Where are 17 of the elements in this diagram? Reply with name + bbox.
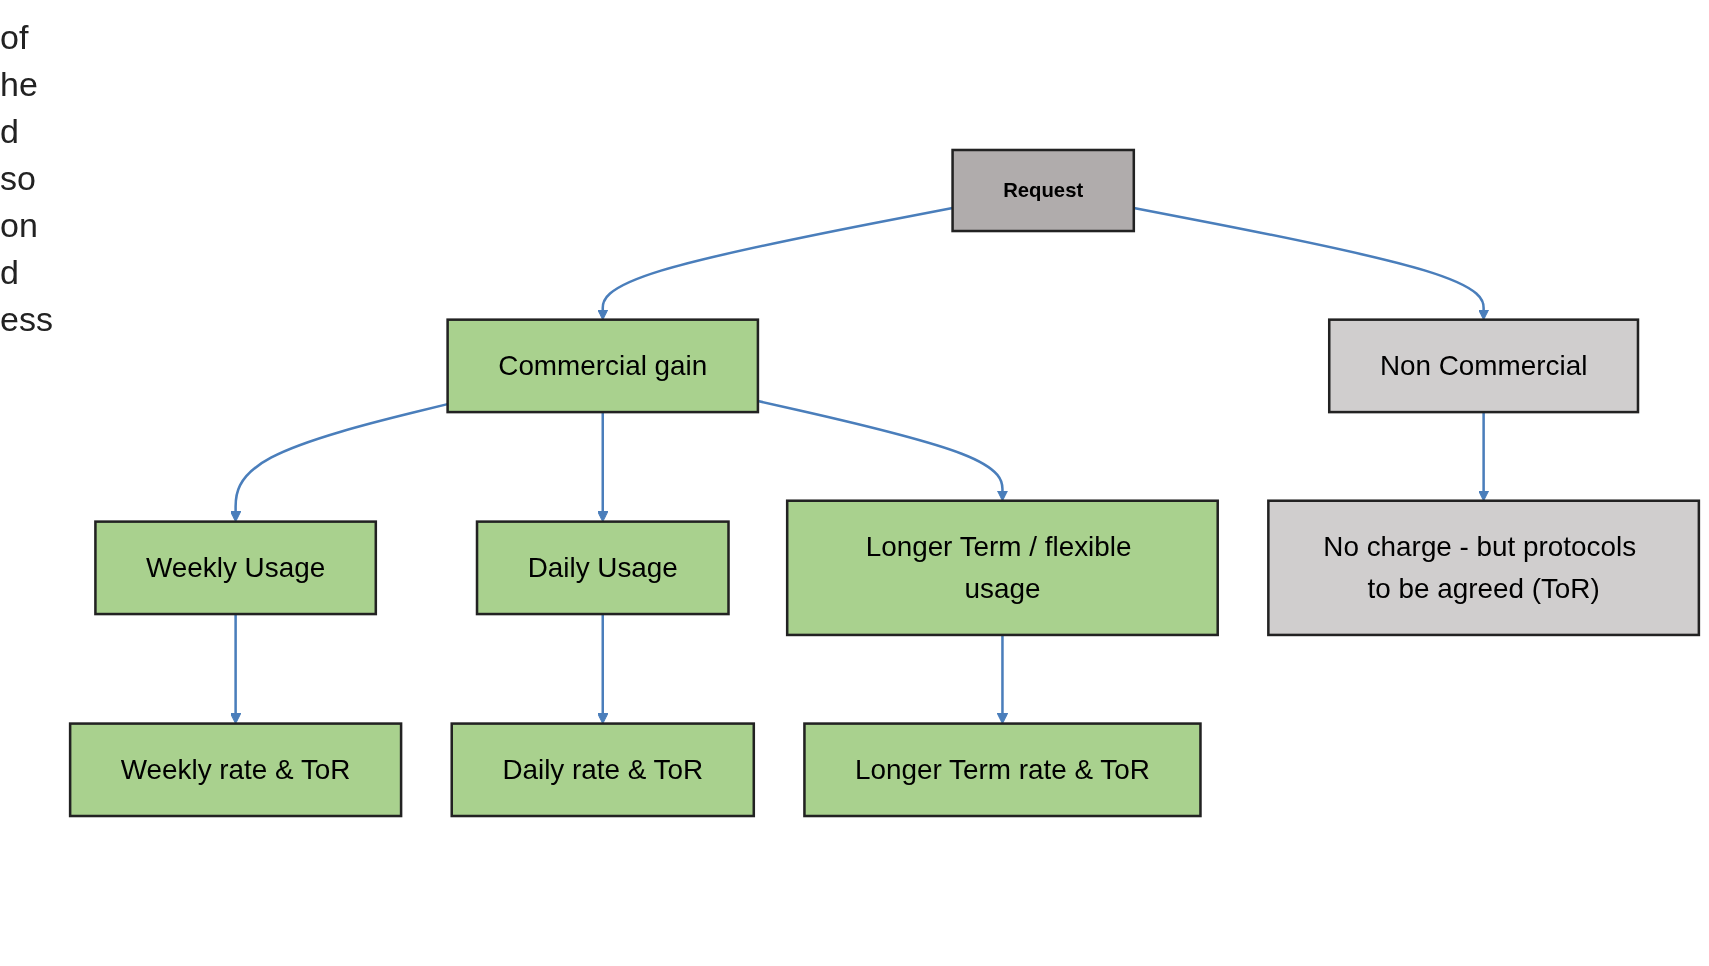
node-box: Daily Usage [475,520,730,616]
node-box: Request [951,148,1136,233]
node-box: Weekly rate & ToR [68,722,403,818]
node-box: Weekly Usage [94,520,378,616]
text-fragment: d [0,112,20,151]
node-box: Longer Term / flexible usage [785,499,1219,637]
text-fragment: he [0,65,39,104]
node-box: Commercial gain [446,318,760,414]
text-fragment: d [0,253,20,292]
node-box: Longer Term rate & ToR [803,722,1202,818]
text-fragment: ess [0,300,54,339]
node-box: No charge - but protocols to be agreed (ToR) [1267,499,1701,637]
text-fragment: on [0,206,39,245]
text-fragment: of [0,18,30,57]
node-box: Non Commercial [1327,318,1640,414]
text-fragment: so [0,159,37,198]
node-box: Daily rate & ToR [450,722,756,818]
